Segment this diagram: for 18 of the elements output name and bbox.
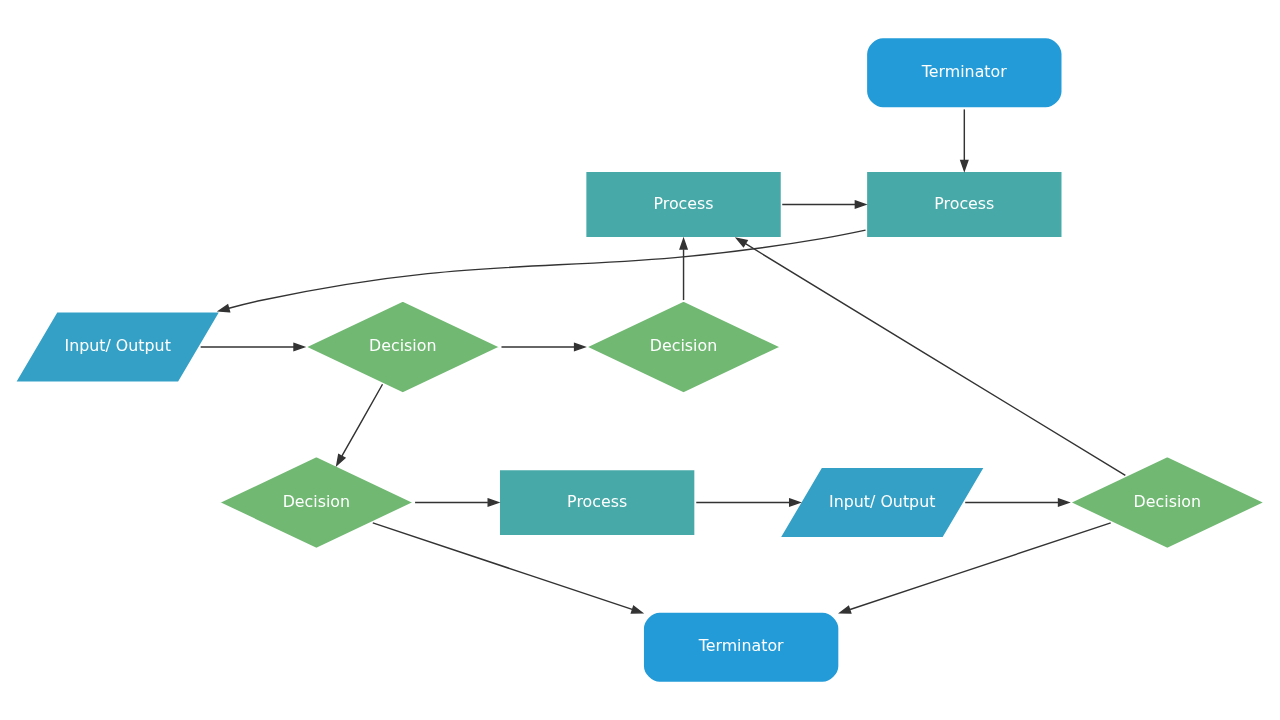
arrow xyxy=(216,229,867,313)
arrow xyxy=(199,342,307,352)
node-box: Process xyxy=(497,467,698,538)
arrow xyxy=(734,237,1127,477)
arrow xyxy=(964,498,1071,508)
arrow xyxy=(414,498,501,508)
arrow xyxy=(781,199,868,210)
node-box: Process xyxy=(583,169,784,240)
arrow xyxy=(959,108,969,173)
node-box: Terminator xyxy=(864,35,1065,111)
arrow xyxy=(372,522,645,614)
node-box: Terminator xyxy=(641,609,842,685)
arrow xyxy=(838,522,1112,614)
arrow xyxy=(335,383,384,467)
arrow xyxy=(679,236,689,301)
node-box: Process xyxy=(864,169,1065,240)
arrow xyxy=(695,498,802,508)
arrow xyxy=(500,342,587,352)
